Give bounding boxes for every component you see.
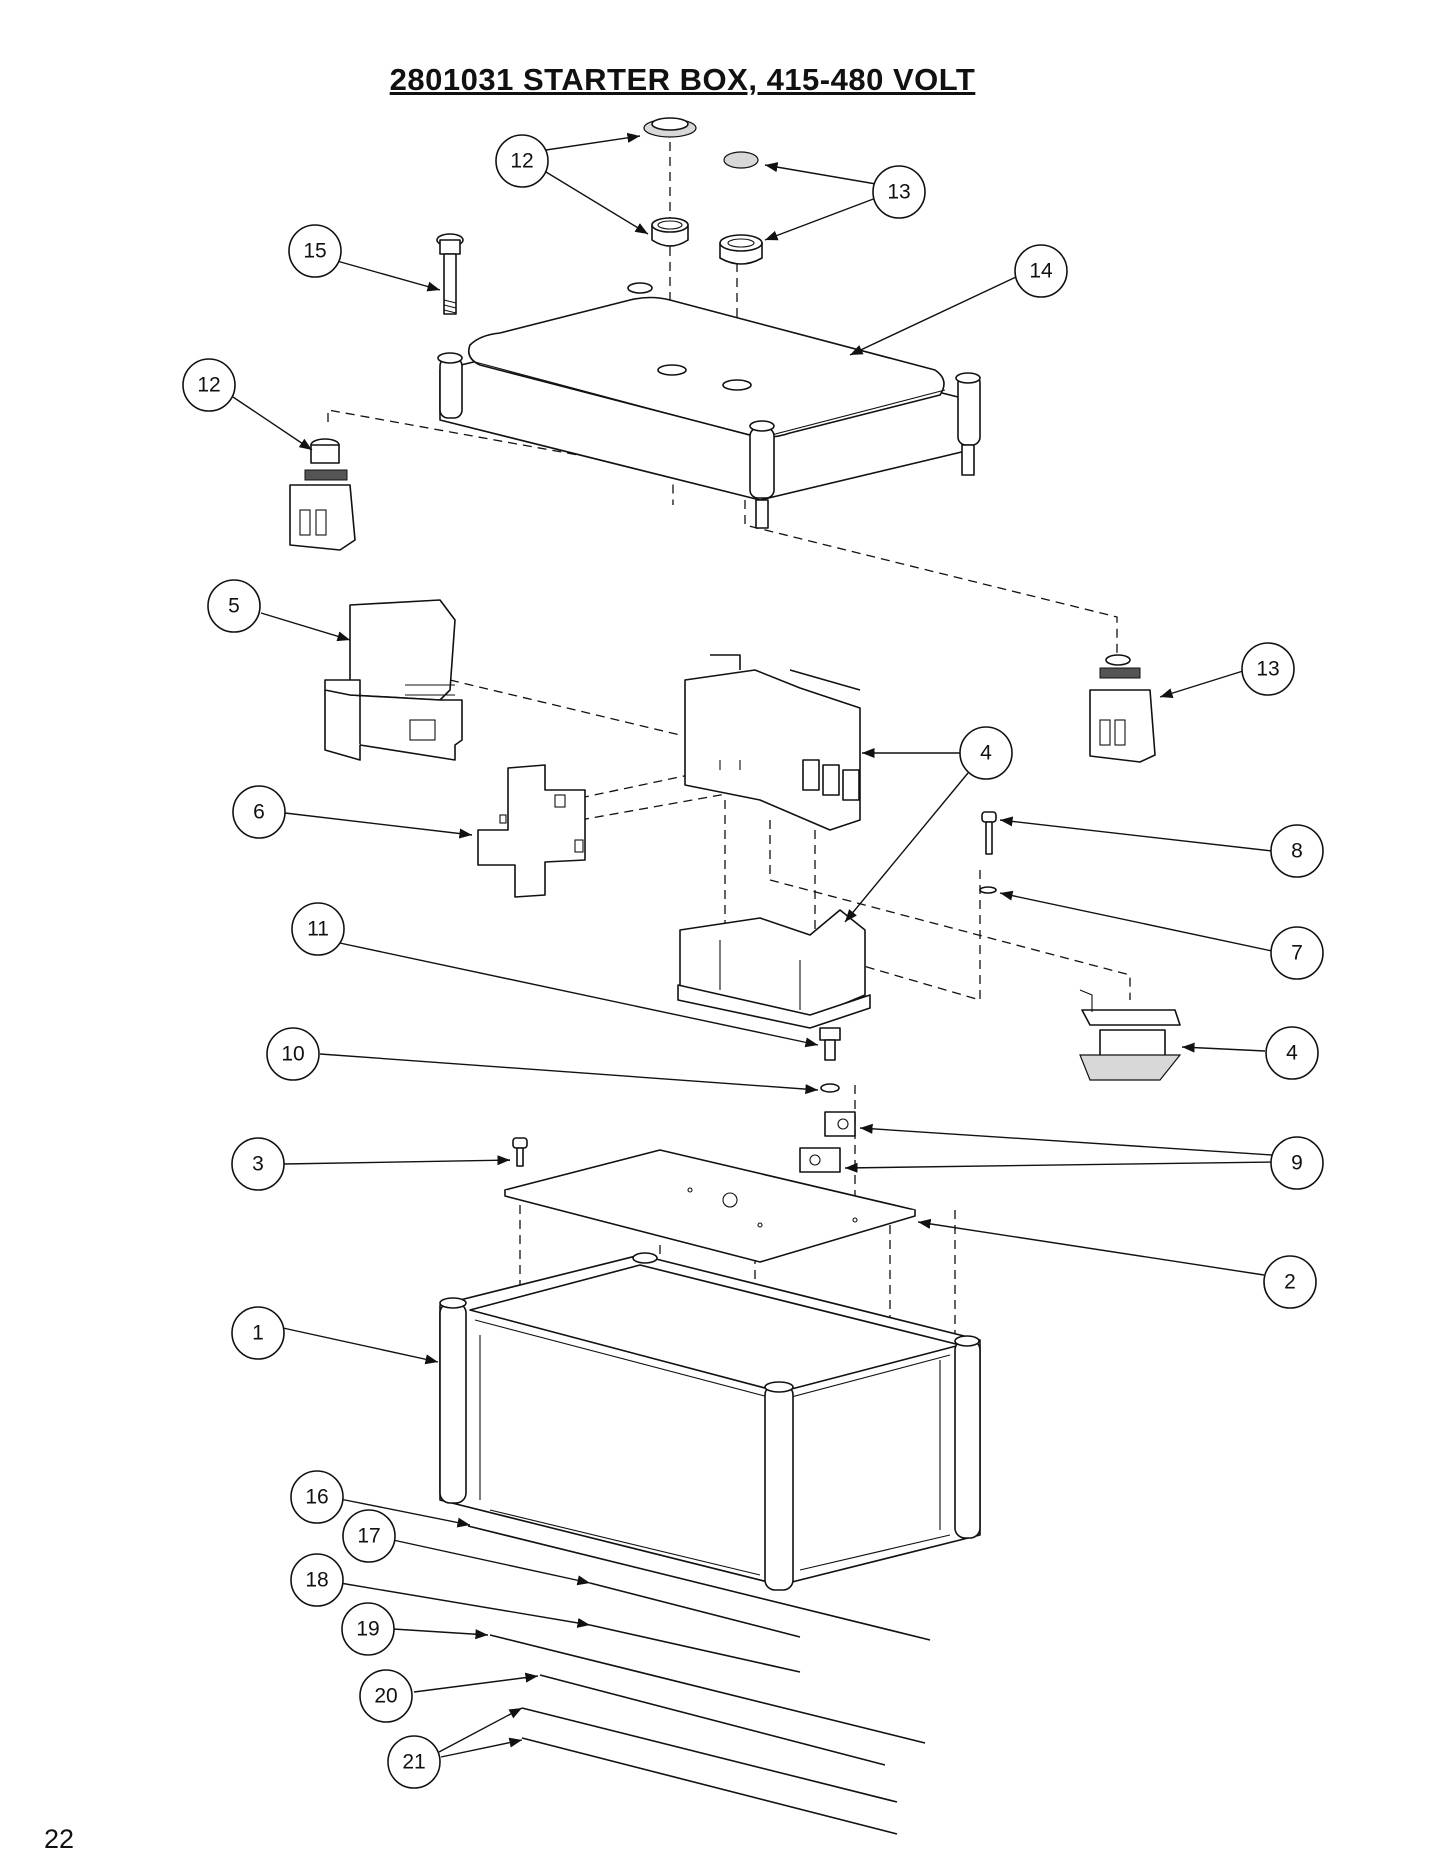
svg-text:8: 8 — [1291, 840, 1303, 863]
diagram-title: 2801031 STARTER BOX, 415-480 VOLT — [389, 62, 976, 97]
svg-text:6: 6 — [253, 801, 265, 824]
callout-6: 6 — [232, 785, 286, 839]
svg-text:4: 4 — [1286, 1042, 1298, 1065]
svg-text:13: 13 — [1256, 658, 1279, 681]
cover-screw — [436, 233, 464, 315]
wire-16 — [467, 1525, 931, 1641]
stop-pushbutton-body — [1089, 654, 1156, 763]
svg-text:2: 2 — [1284, 1271, 1296, 1294]
svg-text:18: 18 — [305, 1569, 328, 1592]
callout-17: 17 — [342, 1509, 396, 1563]
stop-button-cap-top — [719, 151, 763, 265]
svg-text:7: 7 — [1291, 942, 1303, 965]
wire-21a — [521, 1707, 898, 1803]
callout-19: 19 — [341, 1602, 395, 1656]
callout-10: 10 — [266, 1027, 320, 1081]
wire-19 — [489, 1634, 926, 1744]
svg-text:15: 15 — [303, 240, 326, 263]
svg-text:14: 14 — [1029, 260, 1053, 283]
callout-1: 1 — [231, 1306, 285, 1360]
ground-lugs — [799, 1111, 856, 1173]
contactor-upper — [684, 654, 861, 831]
enclosure-base — [439, 1252, 981, 1591]
svg-text:12: 12 — [510, 150, 533, 173]
callout-20: 20 — [359, 1669, 413, 1723]
callout-13-top: 13 — [872, 165, 926, 219]
callout-12-top: 12 — [495, 134, 549, 188]
leader-lines — [232, 132, 1273, 1758]
bolt-and-washer — [819, 1027, 841, 1093]
wire-18 — [589, 1624, 801, 1673]
wires — [467, 1525, 931, 1835]
callout-4-lower: 4 — [1265, 1026, 1319, 1080]
wire-21b — [521, 1737, 898, 1835]
callout-13-right: 13 — [1241, 642, 1295, 696]
mounting-plate — [504, 1149, 916, 1263]
overload-relay — [324, 599, 463, 761]
contactor-base — [677, 909, 871, 1029]
contactor-coil — [1079, 989, 1182, 1081]
start-pushbutton-body — [289, 438, 356, 551]
svg-text:20: 20 — [374, 1685, 397, 1708]
callout-18: 18 — [290, 1553, 344, 1607]
svg-text:9: 9 — [1291, 1152, 1303, 1175]
callout-5: 5 — [207, 579, 261, 633]
enclosure-cover — [437, 282, 981, 529]
page-number: 22 — [44, 1824, 75, 1854]
svg-text:3: 3 — [252, 1153, 264, 1176]
callout-16: 16 — [290, 1470, 344, 1524]
callout-21: 21 — [387, 1735, 441, 1789]
callout-9: 9 — [1270, 1136, 1324, 1190]
callout-15: 15 — [288, 224, 342, 278]
callout-8: 8 — [1270, 824, 1324, 878]
callout-4-upper: 4 — [959, 726, 1013, 780]
callout-2: 2 — [1263, 1255, 1317, 1309]
svg-text:16: 16 — [305, 1486, 328, 1509]
aux-contact-block — [477, 764, 586, 898]
svg-text:5: 5 — [228, 595, 240, 618]
pushbutton-cap-top — [643, 117, 697, 247]
svg-text:17: 17 — [357, 1525, 380, 1548]
plate-screw — [512, 1137, 528, 1167]
svg-text:21: 21 — [402, 1751, 425, 1774]
svg-text:11: 11 — [307, 918, 329, 941]
wire-20 — [539, 1674, 886, 1766]
svg-text:13: 13 — [887, 181, 910, 204]
callout-3: 3 — [231, 1137, 285, 1191]
wire-17 — [589, 1582, 801, 1638]
screw-and-washer — [979, 811, 997, 894]
svg-text:1: 1 — [252, 1322, 264, 1345]
callout-12-left: 12 — [182, 358, 236, 412]
callout-11: 11 — [291, 902, 345, 956]
svg-text:4: 4 — [980, 742, 992, 765]
callout-7: 7 — [1270, 926, 1324, 980]
svg-text:19: 19 — [356, 1618, 379, 1641]
svg-text:10: 10 — [281, 1043, 304, 1066]
svg-text:12: 12 — [197, 374, 220, 397]
callout-14: 14 — [1014, 244, 1068, 298]
